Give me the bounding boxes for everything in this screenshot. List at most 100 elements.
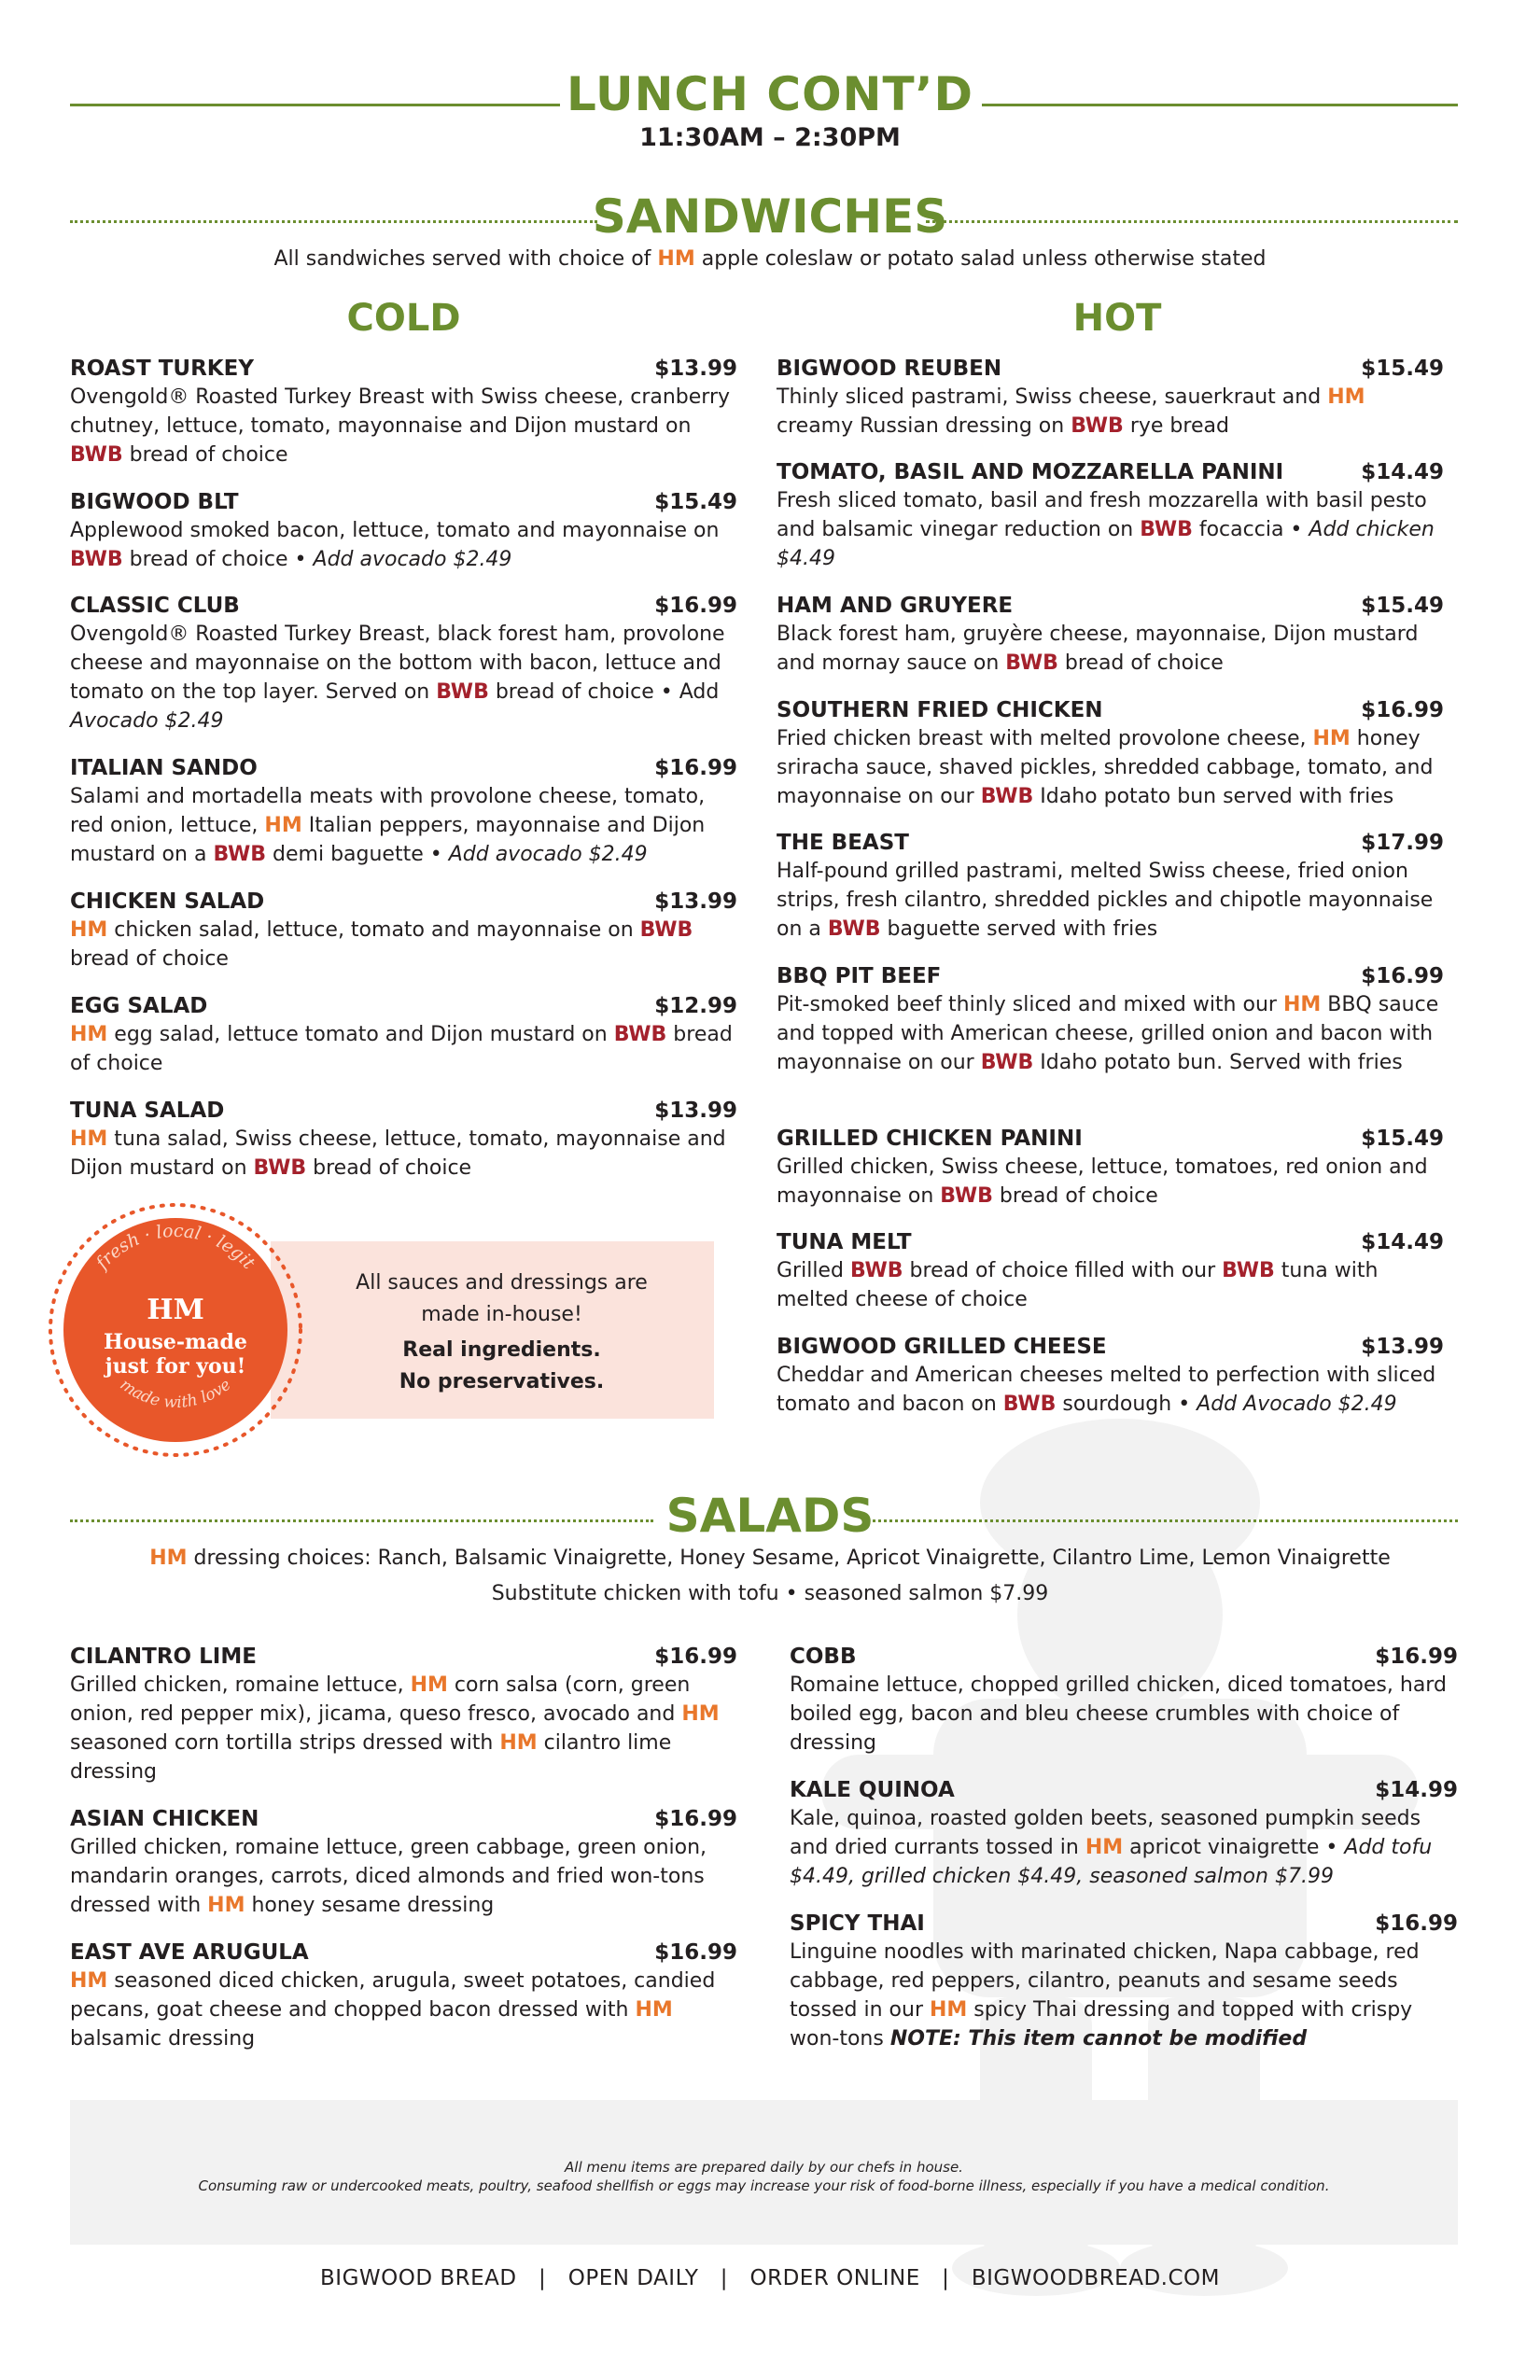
menu-item-chicken-salad: CHICKEN SALAD $13.99 HM chicken salad, le…: [70, 889, 737, 973]
salads-dotted-rule-right: [866, 1519, 1458, 1522]
item-name: ITALIAN SANDO: [70, 756, 258, 780]
salads-dotted-rule-left: [70, 1519, 653, 1522]
item-description: Grilled chicken, Swiss cheese, lettuce, …: [777, 1155, 1428, 1208]
house-made-callout-box: [271, 1241, 714, 1419]
item-description: Linguine noodles with marinated chicken,…: [790, 1940, 1420, 2051]
salads-dressing-note: HM dressing choices: Ranch, Balsamic Vin…: [149, 1547, 1391, 1570]
hot-heading: HOT: [1072, 297, 1162, 340]
sandwiches-title: SANDWICHES: [592, 189, 948, 244]
menu-item-bigwood-blt: BIGWOOD BLT $15.49 Applewood smoked bacon…: [70, 490, 737, 574]
item-price: $16.99: [1375, 1645, 1458, 1669]
menu-item-italian-sando: ITALIAN SANDO $16.99 Salami and mortadell…: [70, 756, 737, 869]
disclaimer-box: [70, 2100, 1458, 2245]
item-price: $15.49: [1361, 1127, 1444, 1151]
lunch-hours: 11:30AM – 2:30PM: [639, 123, 901, 152]
item-name: ASIAN CHICKEN: [70, 1807, 259, 1831]
item-name: TUNA SALAD: [70, 1099, 225, 1123]
item-price: $15.49: [1361, 357, 1444, 381]
item-price: $16.99: [1375, 1911, 1458, 1936]
item-price: $16.99: [1361, 698, 1444, 722]
item-name: GRILLED CHICKEN PANINI: [777, 1127, 1083, 1151]
item-price: $16.99: [654, 1645, 737, 1669]
item-name: CLASSIC CLUB: [70, 594, 240, 618]
item-name: SOUTHERN FRIED CHICKEN: [777, 698, 1103, 722]
item-price: $13.99: [654, 1099, 737, 1123]
item-description: Thinly sliced pastrami, Swiss cheese, sa…: [777, 385, 1365, 438]
menu-item-egg-salad: EGG SALAD $12.99 HM egg salad, lettuce to…: [70, 994, 737, 1078]
house-made-badge: fresh · local · legit made with love HM …: [49, 1203, 302, 1457]
menu-item-tuna-salad: TUNA SALAD$13.99 HM tuna salad, Swiss ch…: [70, 1099, 737, 1183]
item-description: Salami and mortadella meats with provolo…: [70, 785, 706, 866]
item-description: Fried chicken breast with melted provolo…: [777, 727, 1434, 808]
item-price: $16.99: [654, 1807, 737, 1831]
menu-item-east-ave-arugula: EAST AVE ARUGULA$16.99 HM seasoned diced…: [70, 1940, 737, 2053]
item-name: KALE QUINOA: [790, 1778, 955, 1802]
item-description: Half-pound grilled pastrami, melted Swis…: [777, 860, 1434, 941]
item-price: $13.99: [1361, 1335, 1444, 1359]
item-description: Kale, quinoa, roasted golden beets, seas…: [790, 1807, 1433, 1888]
house-made-callout-text: All sauces and dressings are made in-hou…: [356, 1271, 648, 1393]
item-price: $15.49: [654, 490, 737, 514]
item-description: Romaine lettuce, chopped grilled chicken…: [790, 1673, 1447, 1755]
item-name: HAM AND GRUYERE: [777, 594, 1014, 618]
item-name: TOMATO, BASIL AND MOZZARELLA PANINI: [777, 460, 1284, 484]
item-description: Pit-smoked beef thinly sliced and mixed …: [777, 993, 1439, 1074]
menu-item-tomato-basil-panini: TOMATO, BASIL AND MOZZARELLA PANINI $14.4…: [777, 460, 1444, 573]
item-description: Grilled chicken, romaine lettuce, green …: [70, 1836, 707, 1917]
salads-title: SALADS: [665, 1489, 875, 1543]
item-name: EAST AVE ARUGULA: [70, 1940, 309, 1965]
menu-item-asian-chicken: ASIAN CHICKEN $16.99 Grilled chicken, rom…: [70, 1807, 737, 1920]
sandwiches-note: All sandwiches served with choice of HM …: [273, 247, 1267, 271]
footer-links: BIGWOOD BREAD | OPEN DAILY | ORDER ONLIN…: [320, 2266, 1220, 2290]
sandwiches-dotted-rule-right: [926, 220, 1458, 223]
item-description: HM seasoned diced chicken, arugula, swee…: [70, 1969, 716, 2051]
item-name: ROAST TURKEY: [70, 357, 254, 381]
item-price: $17.99: [1361, 831, 1444, 855]
item-price: $16.99: [654, 594, 737, 618]
item-price: $13.99: [654, 889, 737, 914]
item-price: $16.99: [1361, 964, 1444, 988]
item-price: $12.99: [654, 994, 737, 1018]
cold-heading: COLD: [346, 297, 461, 340]
item-description: Applewood smoked bacon, lettuce, tomato …: [70, 519, 720, 571]
menu-item-kale-quinoa: KALE QUINOA $14.99 Kale, quinoa, roasted …: [790, 1778, 1458, 1891]
sandwiches-dotted-rule-left: [70, 220, 597, 223]
item-description: Ovengold® Roasted Turkey Breast, black f…: [70, 623, 725, 733]
item-name: BIGWOOD BLT: [70, 490, 239, 514]
item-name: CILANTRO LIME: [70, 1645, 257, 1669]
menu-item-cilantro-lime: CILANTRO LIME$16.99 Grilled chicken, rom…: [70, 1645, 737, 1786]
item-name: SPICY THAI: [790, 1911, 925, 1936]
disclaimer-line-2: Consuming raw or undercooked meats, poul…: [198, 2177, 1330, 2194]
item-price: $14.49: [1361, 1230, 1444, 1254]
item-description: Cheddar and American cheeses melted to p…: [777, 1364, 1436, 1416]
item-price: $15.49: [1361, 594, 1444, 618]
item-name: BBQ PIT BEEF: [777, 964, 942, 988]
item-name: THE BEAST: [777, 831, 909, 855]
menu-item-bbq-pit-beef: BBQ PIT BEEF $16.99 Pit-smoked beef thinl…: [777, 964, 1444, 1077]
menu-item-bigwood-grilled-cheese: BIGWOOD GRILLED CHEESE $13.99 Cheddar and…: [777, 1335, 1444, 1419]
menu-item-grilled-chicken-panini: GRILLED CHICKEN PANINI $15.49 Grilled chi…: [777, 1127, 1444, 1211]
item-price: $14.49: [1361, 460, 1444, 484]
item-name: EGG SALAD: [70, 994, 208, 1018]
menu-item-classic-club: CLASSIC CLUB $16.99 Ovengold® Roasted Tur…: [70, 594, 737, 735]
header-rule-left: [70, 104, 560, 106]
item-price: $16.99: [654, 756, 737, 780]
item-price: $14.99: [1375, 1778, 1458, 1802]
item-name: CHICKEN SALAD: [70, 889, 265, 914]
item-description: Grilled BWB bread of choice filled with …: [777, 1259, 1379, 1311]
salads-substitute-note: Substitute chicken with tofu • seasoned …: [491, 1582, 1049, 1605]
disclaimer-line-1: All menu items are prepared daily by our…: [565, 2159, 963, 2176]
badge-line2: just for you!: [104, 1354, 246, 1379]
item-price: $13.99: [654, 357, 737, 381]
menu-item-southern-fried-chicken: SOUTHERN FRIED CHICKEN $16.99 Fried chick…: [777, 698, 1444, 811]
item-name: BIGWOOD GRILLED CHEESE: [777, 1335, 1107, 1359]
item-description: HM chicken salad, lettuce, tomato and ma…: [70, 918, 693, 971]
menu-item-roast-turkey: ROAST TURKEY$13.99 Ovengold® Roasted Tur…: [70, 357, 737, 469]
badge-hm: HM: [147, 1294, 204, 1326]
item-description: Fresh sliced tomato, basil and fresh moz…: [777, 489, 1435, 570]
item-description: HM egg salad, lettuce tomato and Dijon m…: [70, 1023, 733, 1075]
menu-item-bigwood-reuben: BIGWOOD REUBEN$15.49 Thinly sliced pastr…: [777, 357, 1444, 441]
menu-item-spicy-thai: SPICY THAI $16.99 Linguine noodles with m…: [790, 1911, 1458, 2053]
menu-item-ham-and-gruyere: HAM AND GRUYERE$15.49 Black forest ham, …: [777, 594, 1444, 678]
menu-item-tuna-melt: TUNA MELT$14.49 Grilled BWB bread of cho…: [777, 1230, 1444, 1314]
